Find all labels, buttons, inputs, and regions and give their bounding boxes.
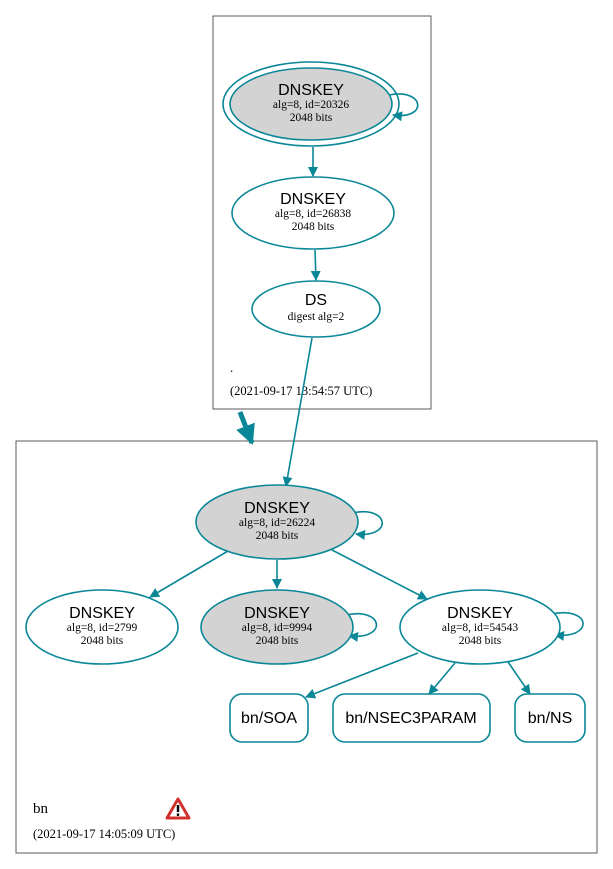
bn-zone-timestamp: (2021-09-17 14:05:09 UTC) (33, 827, 175, 841)
warning-triangle-icon[interactable] (165, 797, 191, 820)
edge-self-20326 (388, 93, 419, 122)
edge-26838-ds (310, 249, 321, 281)
edge-self-54543 (550, 611, 584, 641)
node-dnskey-54543[interactable]: DNSKEY alg=8, id=54543 2048 bits (399, 589, 561, 665)
node-key-info: alg=8, id=26838 (275, 208, 351, 220)
node-dnskey-2799[interactable]: DNSKEY alg=8, id=2799 2048 bits (25, 589, 179, 665)
node-dnskey-26838[interactable]: DNSKEY alg=8, id=26838 2048 bits (231, 176, 395, 250)
node-key-info: alg=8, id=26224 (239, 517, 315, 529)
node-title: DNSKEY (69, 605, 135, 622)
root-zone-timestamp: (2021-09-17 13:54:57 UTC) (230, 384, 372, 398)
node-ds[interactable]: DS digest alg=2 (251, 280, 381, 338)
node-title: DNSKEY (280, 191, 346, 208)
record-label: bn/NS (528, 710, 572, 727)
node-key-info: alg=8, id=54543 (442, 622, 518, 634)
node-title: DNSKEY (447, 605, 513, 622)
bn-zone-name: bn (33, 801, 49, 817)
record-node-soa[interactable]: bn/SOA (229, 693, 309, 743)
node-key-info: alg=8, id=9994 (242, 622, 313, 634)
root-zone-name: . (230, 360, 233, 375)
node-title: DNSKEY (278, 82, 344, 99)
record-label: bn/SOA (241, 710, 297, 727)
record-node-ns[interactable]: bn/NS (514, 693, 586, 743)
node-key-size: 2048 bits (292, 221, 335, 233)
edge-self-9994 (345, 612, 378, 642)
record-node-nsec3param[interactable]: bn/NSEC3PARAM (332, 693, 491, 743)
node-key-size: 2048 bits (256, 530, 299, 542)
node-key-size: 2048 bits (459, 635, 502, 647)
node-key-size: 2048 bits (81, 635, 124, 647)
node-title: DNSKEY (244, 500, 310, 517)
node-digest-info: digest alg=2 (288, 311, 345, 323)
edge-54543-soa (305, 652, 419, 699)
edges (149, 93, 584, 699)
node-key-size: 2048 bits (256, 635, 299, 647)
node-dnskey-20326[interactable]: DNSKEY alg=8, id=20326 2048 bits (222, 61, 400, 147)
edge-54543-ns (507, 661, 531, 695)
edge-54543-nsec3param (428, 662, 456, 695)
node-dnskey-26224[interactable]: DNSKEY alg=8, id=26224 2048 bits (195, 484, 359, 560)
node-title: DNSKEY (244, 605, 310, 622)
node-key-size: 2048 bits (290, 112, 333, 124)
edge-ds-26224 (282, 337, 313, 487)
edge-26224-2799 (149, 550, 229, 598)
root-zone-cluster: . (2021-09-17 13:54:57 UTC) (212, 15, 432, 410)
record-label: bn/NSEC3PARAM (345, 710, 476, 727)
node-key-info: alg=8, id=20326 (273, 99, 349, 111)
bn-zone-cluster: bn (2021-09-17 14:05:09 UTC) (15, 440, 598, 854)
node-dnskey-9994[interactable]: DNSKEY alg=8, id=9994 2048 bits (200, 589, 354, 665)
edge-self-26224 (351, 510, 383, 540)
edge-delegation (236, 411, 255, 445)
node-title: DS (305, 292, 327, 309)
node-key-info: alg=8, id=2799 (67, 622, 138, 634)
edge-26224-54543 (331, 549, 428, 600)
